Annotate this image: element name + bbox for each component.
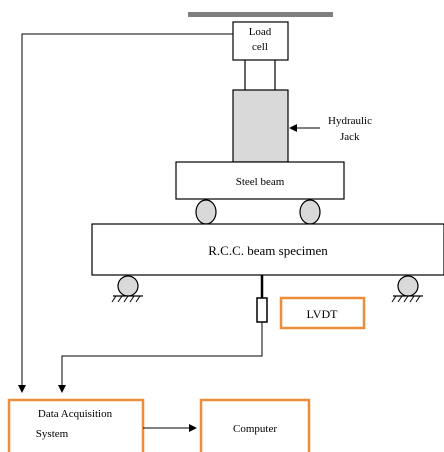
reaction-plate — [188, 12, 333, 17]
signal-line-load-cell — [18, 33, 233, 393]
daq-system-box — [7, 398, 145, 452]
hydraulic-jack — [232, 89, 289, 163]
rcc-beam-label: R.C.C. beam specimen — [208, 243, 328, 258]
computer-label: Computer — [233, 423, 277, 435]
support-right — [391, 275, 423, 303]
loading-roller-right — [299, 199, 321, 225]
lvdt-sensor — [256, 297, 268, 323]
hydraulic-jack-label-line2: Jack — [340, 131, 360, 143]
load-cell-label-line1: Load — [249, 26, 272, 38]
hydraulic-jack-label-line1: Hydraulic — [328, 115, 372, 127]
steel-beam — [175, 161, 345, 200]
computer-box — [199, 398, 311, 452]
lvdt-label-box — [279, 296, 366, 330]
daq-label-line1: Data Acquisition — [38, 408, 113, 420]
rcc-beam-specimen — [91, 223, 444, 276]
support-left — [111, 275, 143, 303]
loading-roller-left — [195, 199, 217, 225]
load-cell-label-line2: cell — [252, 41, 268, 53]
steel-beam-label: Steel beam — [236, 176, 285, 188]
load-cell-box — [232, 21, 289, 61]
lvdt-label: LVDT — [307, 307, 339, 321]
daq-label-line2: System — [36, 428, 69, 440]
signal-line-lvdt — [58, 322, 263, 393]
